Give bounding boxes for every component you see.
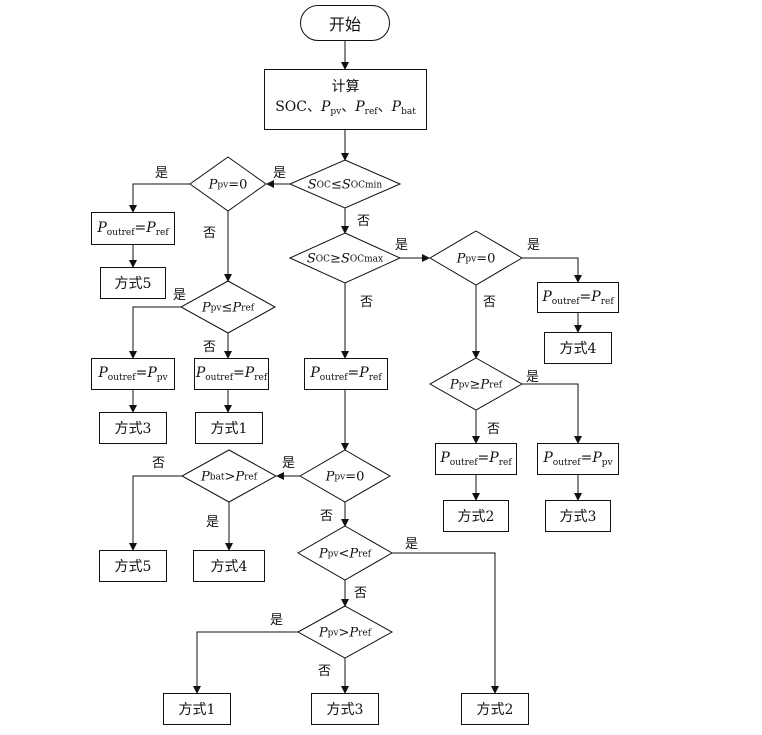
no-label: 否 [320,509,334,524]
yes-label: 是 [395,238,409,253]
no-label: 否 [360,295,374,310]
start-terminal: 开始 [300,5,390,41]
no-label: 否 [203,226,217,241]
no-label: 否 [354,586,368,601]
yes-label: 是 [282,456,296,471]
compute-box: 计算 SOC、Ppv、Pref、Pbat [264,69,427,130]
mode5-box-a: 方式5 [100,267,166,299]
mode5-box-b: 方式5 [99,550,167,582]
yes-label: 是 [526,370,540,385]
yes-label: 是 [206,515,220,530]
yes-label: 是 [405,537,419,552]
no-label: 否 [357,214,371,229]
assign-box-outref-ref-c: Poutref=Pref [537,282,619,313]
mode3-box-b: 方式3 [545,500,611,532]
yes-label: 是 [270,613,284,628]
no-label: 否 [203,340,217,355]
assign-box-outref-pv-a: Poutref=Ppv [91,358,175,390]
assign-box-outref-ref-b: Poutref=Pref [194,358,269,390]
mode1-box-b: 方式1 [163,693,231,725]
no-label: 否 [487,422,501,437]
compute-title: 计算 [331,79,360,95]
assign-box-outref-ref-center: Poutref=Pref [304,358,388,390]
yes-label: 是 [273,166,287,181]
mode3-box-c: 方式3 [311,693,379,725]
connector-lines [129,41,582,694]
no-label: 否 [483,295,497,310]
mode2-box-b: 方式2 [461,693,529,725]
no-label: 否 [152,456,166,471]
assign-box-outref-pv-b: Poutref=Ppv [537,443,619,475]
mode2-box-a: 方式2 [443,500,509,532]
no-label: 否 [318,664,332,679]
assign-box-outref-ref-a: Poutref=Pref [91,212,175,245]
start-label: 开始 [328,15,361,34]
yes-label: 是 [155,166,169,181]
yes-label: 是 [527,238,541,253]
yes-label: 是 [173,288,187,303]
assign-box-outref-ref-d: Poutref=Pref [435,443,517,475]
compute-vars: SOC、Ppv、Pref、Pbat [275,99,416,117]
mode4-box-b: 方式4 [193,550,265,582]
mode1-box-a: 方式1 [195,412,263,444]
mode4-box-a: 方式4 [544,332,612,364]
mode3-box-a: 方式3 [99,412,167,444]
